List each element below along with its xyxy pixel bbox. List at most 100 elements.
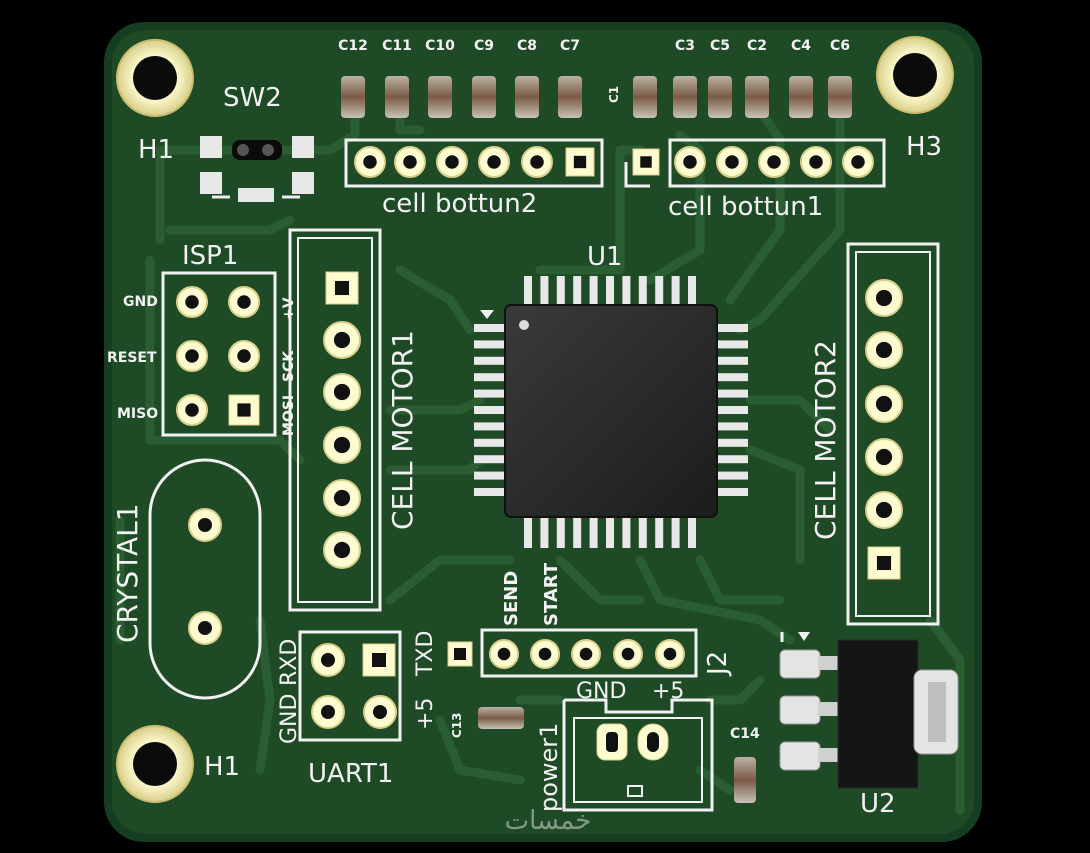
header2-pin-1 <box>354 146 386 178</box>
hole-label-h1-top: H1 <box>138 135 174 165</box>
motor2-pin-1 <box>865 279 903 317</box>
cap-c12 <box>341 76 365 118</box>
header-j2 <box>447 628 698 678</box>
cap-c12-label: C12 <box>338 38 368 54</box>
uart-gnd: GND <box>277 694 302 744</box>
crystal-label: CRYSTAL1 <box>111 503 144 643</box>
j2-pin-5 <box>655 639 685 669</box>
header-cell-bottun1-label: cell bottun1 <box>668 192 823 222</box>
cap-c10-label: C10 <box>425 38 455 54</box>
header1-pin-3 <box>716 146 748 178</box>
hole-label-h1-bottom: H1 <box>204 752 240 782</box>
mcu-pin-bottom <box>606 514 614 548</box>
motor1-pin-6 <box>323 531 361 569</box>
header1-pin-6 <box>842 146 874 178</box>
isp-pin-gnd: GND <box>123 294 158 310</box>
mcu-pin-left <box>474 406 508 414</box>
header2-pin-2 <box>394 146 426 178</box>
isp-pad-6 <box>228 394 260 426</box>
header1-pin-5 <box>800 146 832 178</box>
motor2-pin-2 <box>865 331 903 369</box>
j2-pin-3 <box>571 639 601 669</box>
cap-c11 <box>385 76 409 118</box>
header2-pin-5 <box>521 146 553 178</box>
mcu-pin-right <box>714 324 748 332</box>
motor1-pin-1 <box>325 271 359 305</box>
j2-pin-4 <box>613 639 643 669</box>
cap-c6 <box>828 76 852 118</box>
cap-c7 <box>558 76 582 118</box>
mcu-pin-left <box>474 356 508 365</box>
header1-pin-4 <box>758 146 790 178</box>
isp-header <box>161 271 277 437</box>
cap-c3-label: C3 <box>675 38 695 54</box>
regulator-u2 <box>779 632 959 789</box>
mcu-pin-top <box>556 276 565 308</box>
mcu-pin-top <box>655 276 664 308</box>
hole-label-h3: H3 <box>906 132 942 162</box>
cap-c5 <box>708 76 732 118</box>
isp-pin-miso: MISO <box>117 406 158 422</box>
mcu-pin-bottom <box>524 514 532 548</box>
isp-pad-1 <box>176 286 208 318</box>
mcu-pin-bottom <box>688 514 696 548</box>
mcu-pin-left <box>474 324 508 332</box>
mcu-label: U1 <box>587 242 623 272</box>
mcu-pin-right <box>714 422 748 431</box>
mcu-pin-left <box>474 438 508 447</box>
cap-c14 <box>734 757 756 803</box>
motor2-pin-6 <box>867 546 901 580</box>
cap-c8 <box>515 76 539 118</box>
mcu-pin-top <box>688 276 696 308</box>
mcu-pin-top <box>524 276 532 308</box>
header-cell-bottun2-label: cell bottun2 <box>382 189 537 219</box>
header1-pin-1 <box>632 148 660 176</box>
uart-txd: TXD <box>413 631 438 677</box>
uart-label: UART1 <box>308 759 393 789</box>
motor1-pin-4 <box>323 426 361 464</box>
isp-label: ISP1 <box>182 241 238 271</box>
uart-rxd: RXD <box>277 639 302 686</box>
motor1-pin-3 <box>323 373 361 411</box>
power-plus5: +5 <box>652 679 684 704</box>
sw2-label: SW2 <box>223 83 282 113</box>
cap-c1-label: C1 <box>607 86 621 103</box>
uart-plus5: +5 <box>413 698 438 730</box>
mcu-u1 <box>474 276 748 548</box>
mcu-pin-top <box>540 276 549 308</box>
mcu-pin-right <box>714 389 748 398</box>
mcu-pin-bottom <box>622 514 631 548</box>
mcu-pin-right <box>714 340 748 349</box>
mcu-pin-bottom <box>573 514 582 548</box>
cap-c5-label: C5 <box>710 38 730 54</box>
cap-c2 <box>745 76 769 118</box>
cap-c4 <box>789 76 813 118</box>
mounting-hole-h3 <box>876 36 954 114</box>
cap-c8-label: C8 <box>517 38 537 54</box>
mcu-pin-left <box>474 422 508 431</box>
mcu-pin-bottom <box>556 514 565 548</box>
connector-cell-motor2 <box>846 242 940 626</box>
cap-c10 <box>428 76 452 118</box>
j2-pin-start: START <box>541 562 562 626</box>
mcu-pin-bottom <box>589 514 598 548</box>
j2-pin-1 <box>489 639 519 669</box>
cap-c13-label: C13 <box>450 712 464 738</box>
crystal <box>148 458 262 700</box>
cap-c9-label: C9 <box>474 38 494 54</box>
j2-pin-send: SEND <box>501 571 522 626</box>
motor2-pin-3 <box>865 385 903 423</box>
cap-c13 <box>478 707 524 729</box>
mcu-pin-bottom <box>671 514 680 548</box>
header2-pin-4 <box>478 146 510 178</box>
cap-c3 <box>673 76 697 118</box>
motor2-pin-5 <box>865 491 903 529</box>
j2-label: J2 <box>703 651 733 677</box>
cap-c11-label: C11 <box>382 38 412 54</box>
mcu-pin-right <box>714 471 748 480</box>
mcu-pin-left <box>474 373 508 382</box>
cap-c1 <box>633 76 657 118</box>
